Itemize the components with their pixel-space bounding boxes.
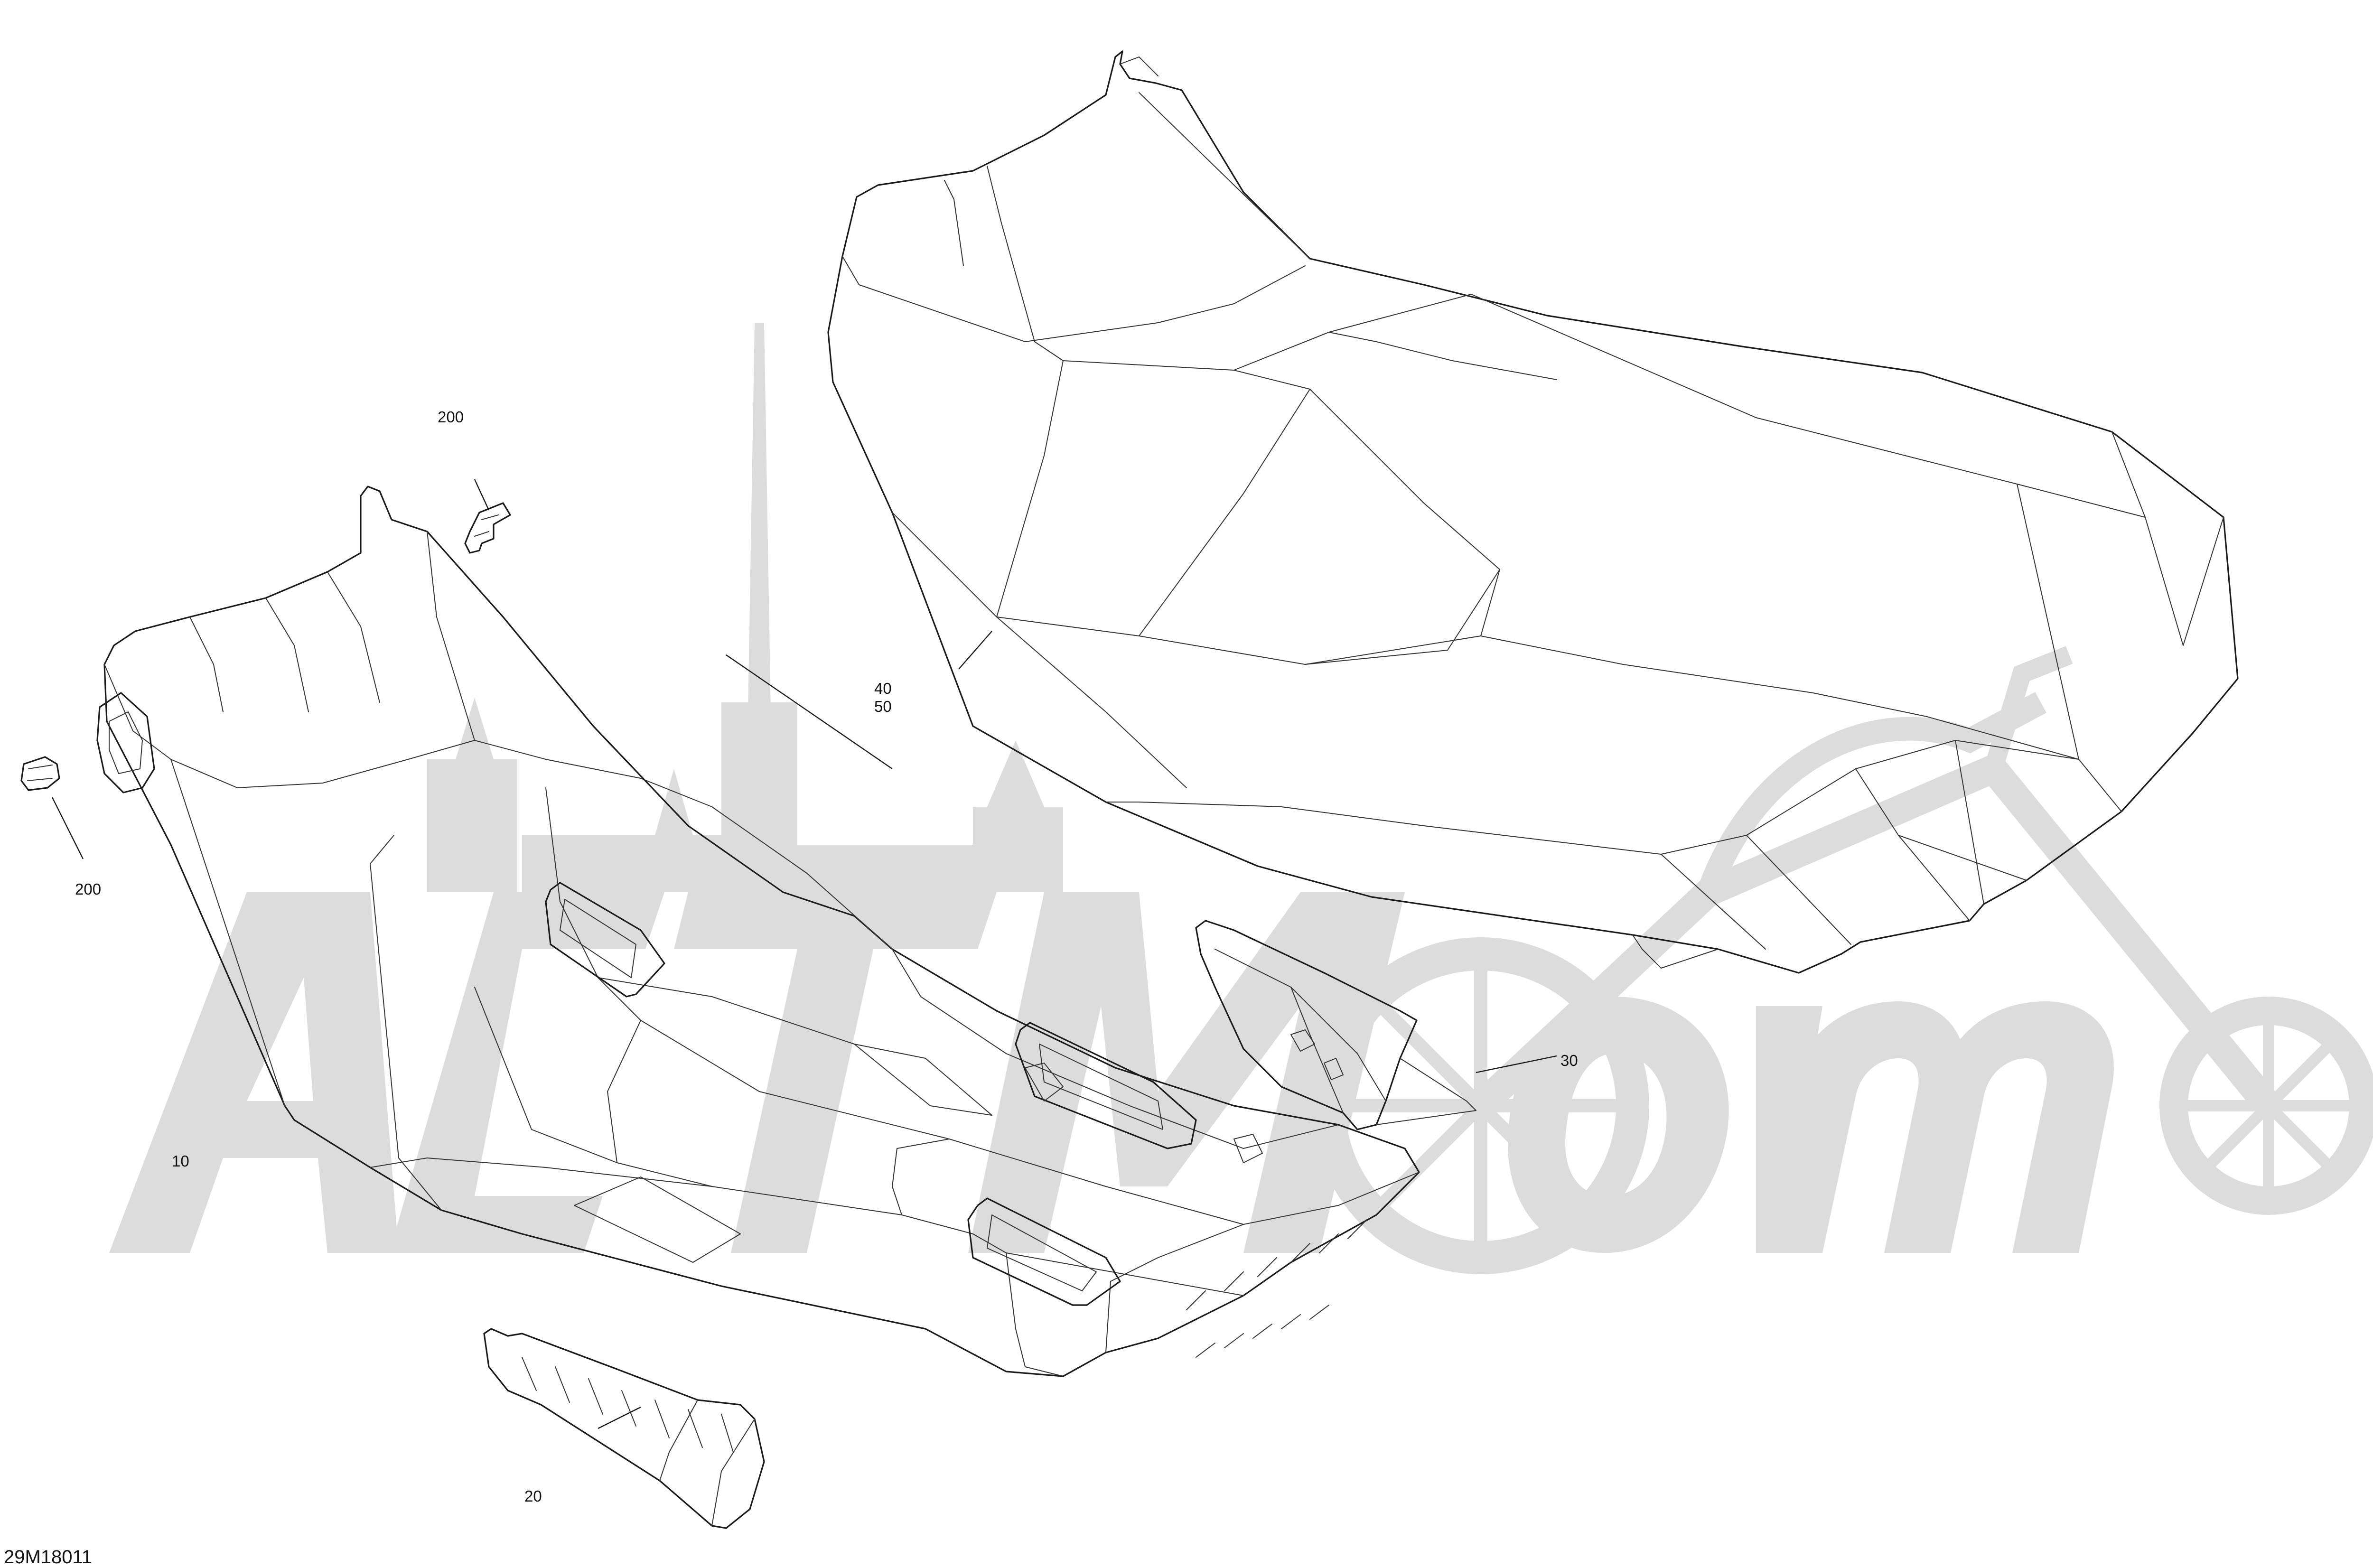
callout-10: 10 bbox=[172, 1152, 189, 1170]
callout-20: 20 bbox=[524, 1487, 542, 1505]
drawing-code: 29M18011 bbox=[4, 1547, 93, 1568]
trim-part-20 bbox=[483, 1328, 765, 1529]
callout-200-top: 200 bbox=[438, 408, 464, 426]
callout-40-50: 40 50 bbox=[874, 680, 892, 715]
bracket-part-30 bbox=[1195, 920, 1476, 1130]
fastener-icon bbox=[20, 756, 60, 791]
leader-lines bbox=[51, 479, 1557, 1429]
callout-30: 30 bbox=[1560, 1052, 1578, 1069]
watermark-skyline bbox=[427, 323, 1063, 892]
callout-200-left: 200 bbox=[75, 880, 102, 898]
fastener-icon bbox=[464, 502, 511, 554]
watermark-motorcycle bbox=[1312, 646, 2373, 1274]
watermark bbox=[109, 323, 2373, 1274]
watermark-lettering bbox=[109, 892, 2114, 1253]
seat-part-40-50 bbox=[827, 50, 2239, 974]
seat-base-part-10 bbox=[96, 485, 1420, 1377]
